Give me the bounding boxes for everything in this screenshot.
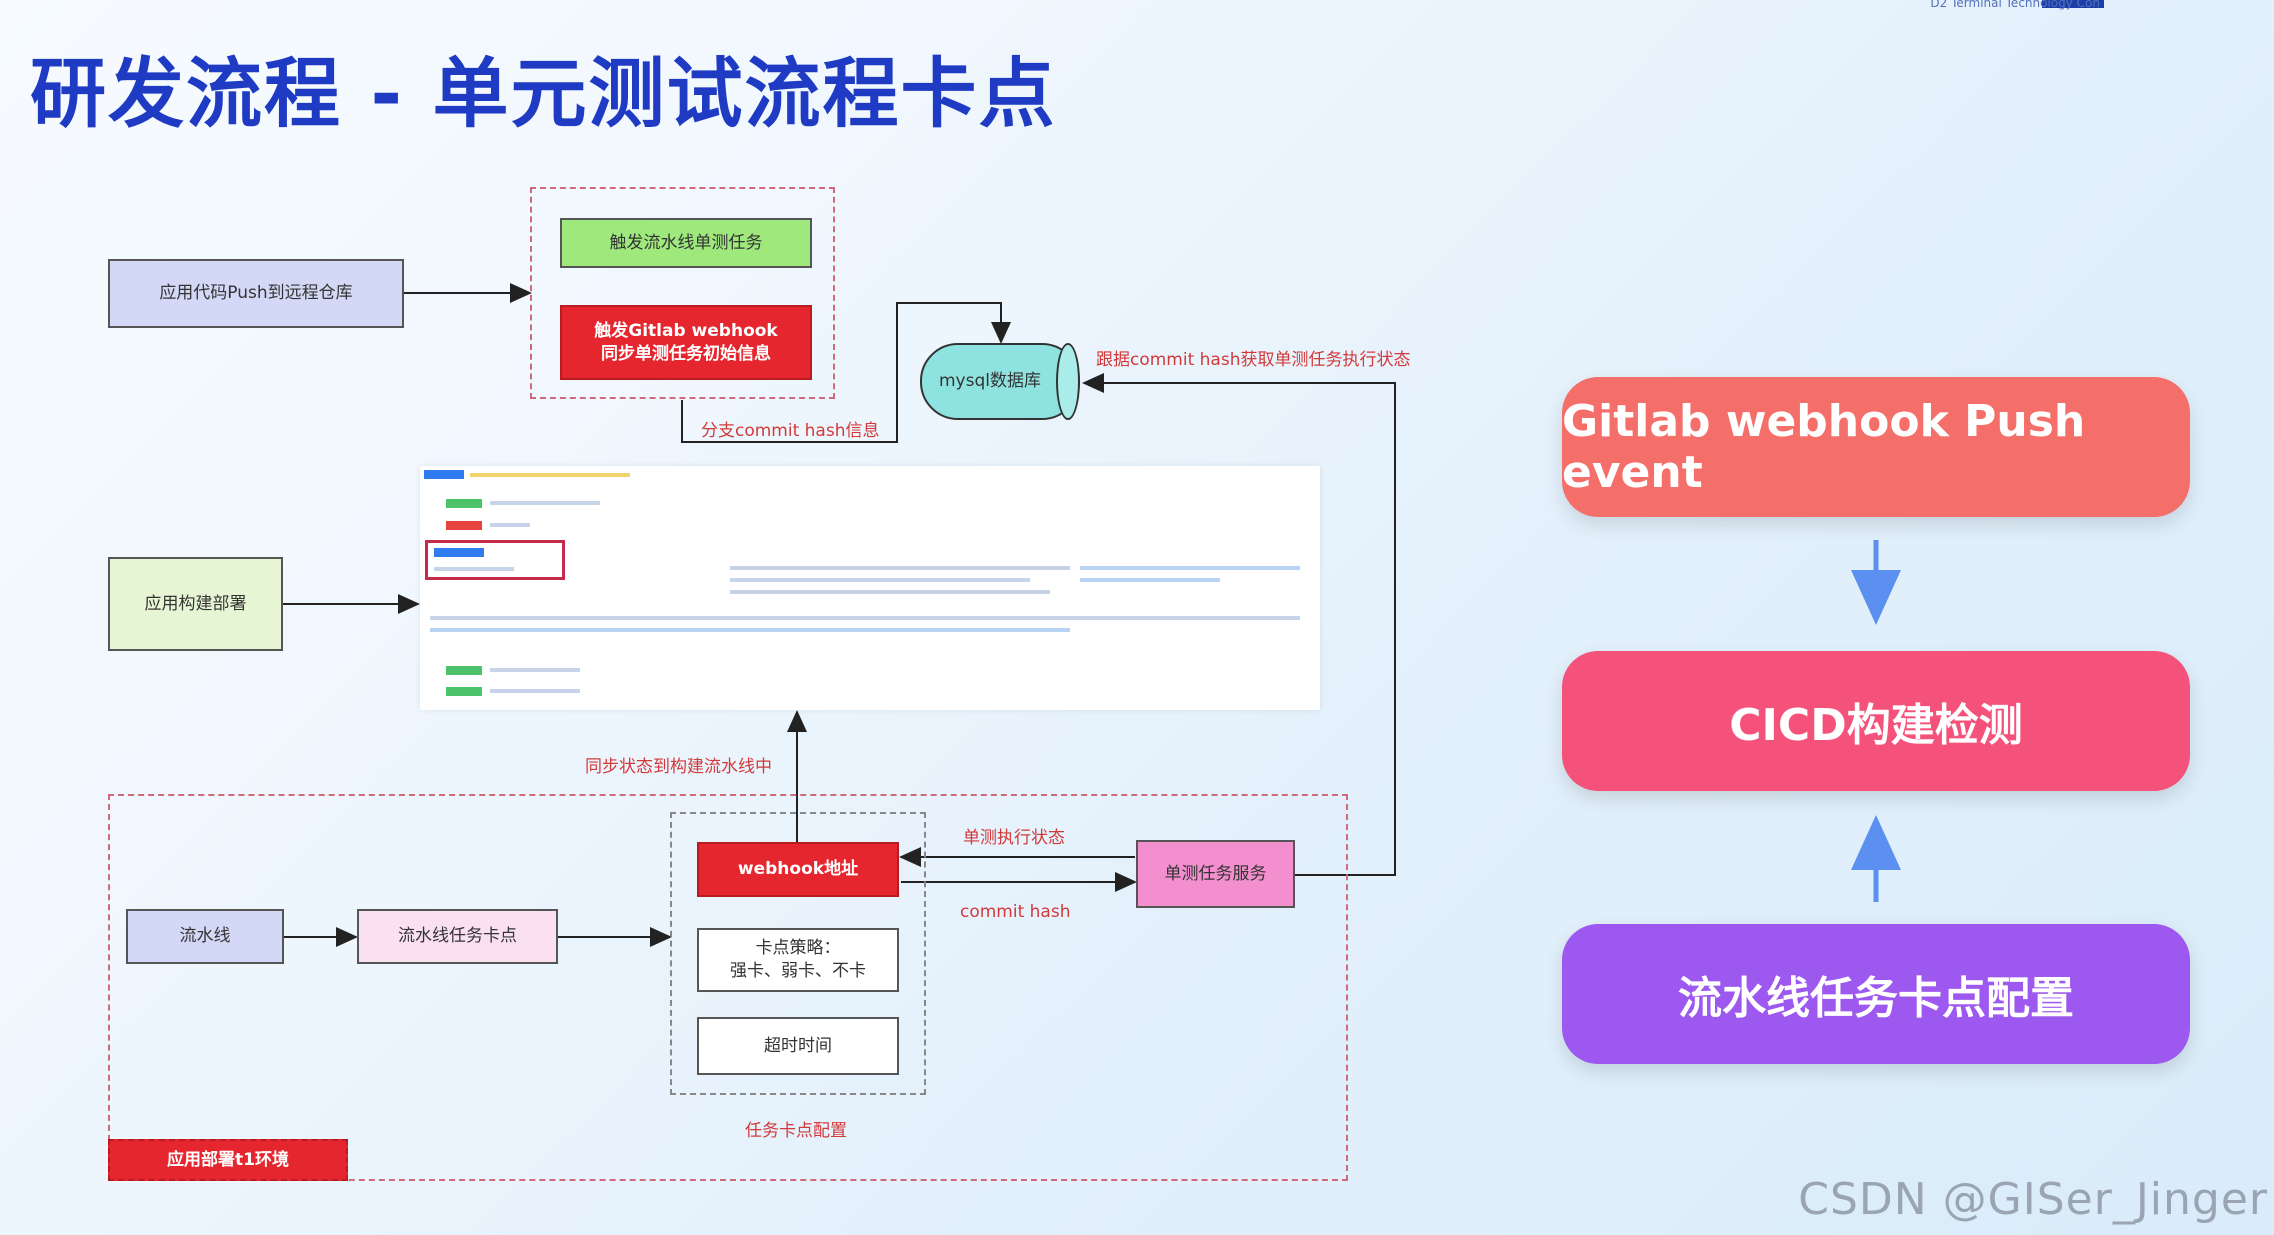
trigger-webhook-node: 触发Gitlab webhook 同步单测任务初始信息 [560,305,812,380]
push-repo-label: 应用代码Push到远程仓库 [159,283,353,304]
page-title: 研发流程 - 单元测试流程卡点 [30,49,1057,138]
gate-strategy-node: 卡点策略： 强卡、弱卡、不卡 [697,928,899,992]
gate-config-caption: 任务卡点配置 [745,1121,847,1141]
pipeline-node: 流水线 [126,909,284,964]
pipeline-status-screenshot [420,466,1320,710]
push-repo-node: 应用代码Push到远程仓库 [108,259,404,328]
build-deploy-node: 应用构建部署 [108,557,283,651]
trigger-pipeline-label: 触发流水线单测任务 [609,232,763,253]
test-service-node: 单测任务服务 [1136,840,1295,908]
pipeline-gate-label: 流水线任务卡点 [398,926,517,947]
branch-commit-label: 分支commit hash信息 [701,421,880,441]
mysql-db-node: mysql数据库 [920,343,1082,420]
push-event-label: Gitlab webhook Push event [1562,396,2086,498]
query-status-label: 跟据commit hash获取单测任务执行状态 [1096,350,1411,370]
gate-config-card: 流水线任务卡点配置 [1562,924,2190,1064]
cicd-check-label: CICD构建检测 [1729,700,2023,751]
gate-strategy-label: 卡点策略： 强卡、弱卡、不卡 [730,938,866,981]
mysql-db-label: mysql数据库 [939,371,1041,392]
trigger-pipeline-node: 触发流水线单测任务 [560,218,812,268]
brand-logo: D2 Terminal Technology Con [1930,0,2104,10]
exec-status-label: 单测执行状态 [963,828,1065,848]
gate-config-group [670,812,926,1095]
build-deploy-label: 应用构建部署 [144,593,247,614]
deploy-env-label: 应用部署t1环境 [167,1149,289,1170]
cicd-check-card: CICD构建检测 [1562,651,2190,791]
trigger-webhook-label: 触发Gitlab webhook 同步单测任务初始信息 [594,320,778,364]
webhook-address-node: webhook地址 [697,842,899,897]
commit-hash-label: commit hash [960,902,1071,922]
pipeline-label: 流水线 [179,926,231,947]
watermark: CSDN @GISer_Jinger [1798,1174,2268,1225]
timeout-node: 超时时间 [697,1017,899,1075]
deploy-env-tag: 应用部署t1环境 [108,1139,348,1181]
push-event-card: Gitlab webhook Push event [1562,377,2190,517]
brand-logo-text: D2 Terminal Technology Con [1930,0,2100,10]
trigger-group [530,187,835,399]
gate-config-label: 流水线任务卡点配置 [1678,973,2074,1024]
deploy-env-group [108,794,1348,1181]
timeout-label: 超时时间 [764,1035,832,1056]
test-service-label: 单测任务服务 [1164,863,1267,884]
sync-status-label: 同步状态到构建流水线中 [585,757,772,777]
webhook-address-label: webhook地址 [737,859,859,880]
pipeline-gate-node: 流水线任务卡点 [357,909,558,964]
